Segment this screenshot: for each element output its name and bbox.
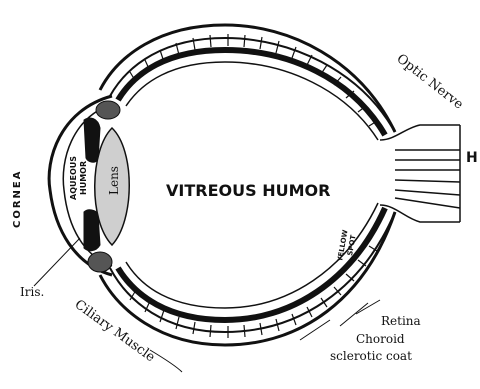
edge-fragment-label: H [466,150,478,166]
aqueous-humor-label-line1: AQUEOUS [69,156,78,200]
lens-label: Lens [107,166,121,195]
sclerotic-coat-label: sclerotic coat [330,349,412,363]
optic-nerve-label: Optic Nerve [394,51,467,112]
iris-label: Iris. [20,285,44,299]
cornea-label: CORNEA [12,170,23,228]
vitreous-humor-label: VITREOUS HUMOR [166,181,330,200]
retina-label: Retina [381,314,421,328]
choroid-label: Choroid [356,332,405,346]
aqueous-humor-label-line2: HUMOR [79,161,88,195]
optic-nerve-shape [380,125,460,222]
